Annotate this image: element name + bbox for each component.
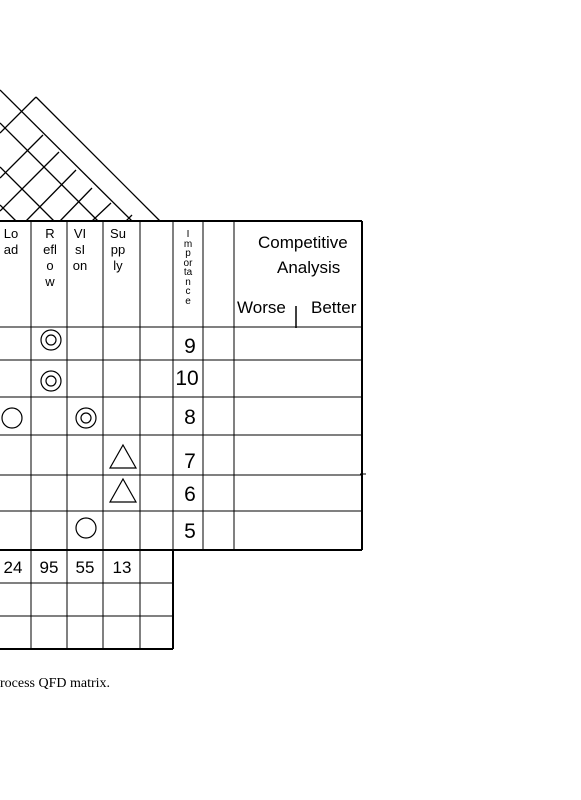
importance-header: Importance bbox=[183, 229, 193, 307]
strong-relationship-icon bbox=[75, 407, 97, 429]
total-value: 55 bbox=[75, 558, 95, 577]
better-label: Better bbox=[311, 298, 357, 317]
column-header-supply: Supply bbox=[110, 226, 126, 273]
relationship-symbols bbox=[1, 329, 138, 539]
weak-relationship-icon bbox=[108, 477, 138, 503]
strong-relationship-icon bbox=[40, 370, 62, 392]
importance-value: 6 bbox=[184, 483, 196, 506]
medium-relationship-icon bbox=[75, 517, 97, 539]
competitive-analysis-subtitle: Analysis bbox=[277, 258, 341, 277]
totals-grid bbox=[0, 550, 174, 650]
medium-relationship-icon bbox=[1, 407, 23, 429]
total-value: 13 bbox=[112, 558, 132, 577]
importance-value: 5 bbox=[184, 520, 196, 543]
correlation-roof bbox=[0, 89, 161, 222]
matrix-grid bbox=[0, 220, 366, 649]
column-header-reflow: Reflow bbox=[43, 226, 57, 289]
importance-value: 8 bbox=[184, 406, 196, 429]
importance-value: 9 bbox=[184, 335, 196, 358]
total-value: 24 bbox=[3, 558, 23, 577]
figure-caption: rocess QFD matrix. bbox=[0, 676, 111, 691]
column-header-vision: VIsIon bbox=[72, 226, 88, 273]
strong-relationship-icon bbox=[40, 329, 62, 351]
importance-value: 10 bbox=[175, 367, 199, 390]
worse-label: Worse bbox=[237, 298, 286, 317]
weak-relationship-icon bbox=[108, 443, 138, 469]
importance-value: 7 bbox=[184, 450, 196, 473]
column-header-load: Load bbox=[3, 226, 19, 257]
total-value: 95 bbox=[39, 558, 59, 577]
competitive-analysis-title: Competitive bbox=[258, 233, 348, 252]
